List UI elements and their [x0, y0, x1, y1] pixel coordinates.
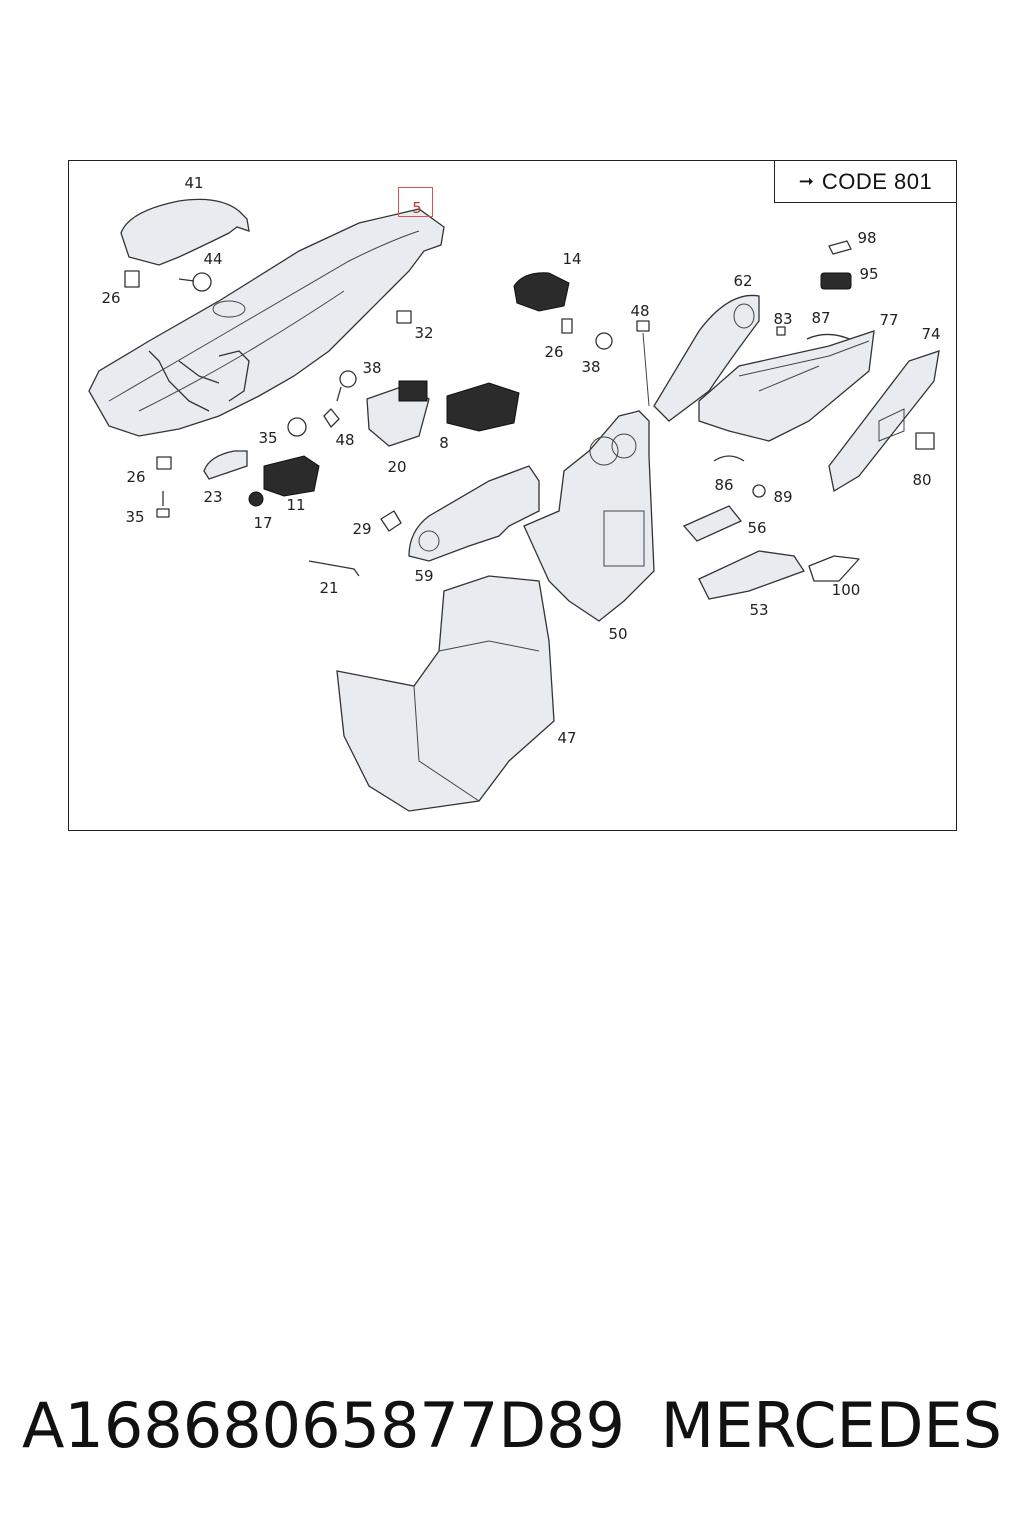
part-74-glovebox-lid	[828, 350, 940, 493]
part-62-trim	[653, 294, 760, 422]
part-44-screw	[192, 272, 212, 292]
callout-44: 44	[203, 250, 223, 268]
callout-23: 23	[203, 488, 223, 506]
callout-47: 47	[557, 729, 577, 747]
callout-8: 8	[439, 434, 449, 452]
brand-name: MERCEDES	[660, 1388, 1002, 1462]
part-35-screw-b	[156, 491, 170, 518]
part-48-clip	[323, 408, 340, 428]
callout-32: 32	[414, 324, 434, 342]
part-8-air-vent	[446, 382, 520, 432]
part-26-clip-c	[156, 456, 172, 470]
callout-87: 87	[811, 309, 831, 327]
callout-35: 35	[258, 429, 278, 447]
callout-26-b: 26	[544, 343, 564, 361]
callout-20: 20	[387, 458, 407, 476]
callout-100: 100	[831, 581, 861, 599]
code-label-box: ➞ CODE 801	[774, 161, 956, 203]
part-100-mat	[808, 555, 860, 582]
callout-80: 80	[912, 471, 932, 489]
part-38-screw-b	[595, 332, 613, 350]
callout-21: 21	[319, 579, 339, 597]
callout-17: 17	[253, 514, 273, 532]
callout-48-b: 48	[335, 431, 355, 449]
part-56-panel	[682, 505, 743, 542]
part-29-clip	[380, 510, 402, 532]
callout-62: 62	[733, 272, 753, 290]
callout-26: 26	[101, 289, 121, 307]
part-41-cover	[120, 198, 250, 266]
callout-48: 48	[630, 302, 650, 320]
callout-95: 95	[859, 265, 879, 283]
callout-89: 89	[773, 488, 793, 506]
part-21-lever	[308, 560, 360, 577]
part-86-arc	[713, 455, 745, 462]
callout-83: 83	[773, 310, 793, 328]
part-11-air-vent	[263, 455, 320, 497]
part-47-lower-console	[336, 575, 555, 812]
parts-diagram: ➞ CODE 801 41 5 44 26 32 38 14 26 38 48 …	[68, 160, 957, 831]
callout-77: 77	[879, 311, 899, 329]
part-48-clip-b	[636, 320, 650, 332]
part-5-dashboard	[88, 208, 445, 437]
callout-38-b: 38	[581, 358, 601, 376]
callout-98: 98	[857, 229, 877, 247]
callout-5-highlighted: 5	[412, 199, 422, 217]
part-38-screw	[339, 370, 357, 388]
callout-56: 56	[747, 519, 767, 537]
callout-41: 41	[184, 174, 204, 192]
callout-50: 50	[608, 625, 628, 643]
part-89-screw	[752, 484, 766, 498]
diagram-drawing	[88, 198, 940, 812]
callout-35-b: 35	[125, 508, 145, 526]
part-95-switch	[820, 272, 852, 290]
part-32-clip	[396, 310, 412, 324]
arrow-right-icon: ➞	[798, 171, 814, 192]
part-53-tray	[698, 550, 805, 600]
callout-59: 59	[414, 567, 434, 585]
part-26-clip	[124, 270, 140, 288]
part-59-center-trim	[408, 465, 540, 562]
callout-53: 53	[749, 601, 769, 619]
callout-86: 86	[714, 476, 734, 494]
part-code: A16868065877D89	[22, 1388, 625, 1462]
code-label: CODE 801	[821, 168, 933, 194]
callout-38: 38	[362, 359, 382, 377]
part-50-center-console	[523, 410, 655, 622]
part-83-clip	[776, 326, 786, 336]
callout-11: 11	[286, 496, 306, 514]
callout-74: 74	[921, 325, 941, 343]
part-35-screw	[287, 417, 307, 437]
part-80-clip	[915, 432, 935, 450]
callout-29: 29	[352, 520, 372, 538]
part-26-clip-b	[561, 318, 573, 334]
part-77-glovebox	[698, 330, 875, 442]
part-98-pin	[828, 240, 852, 255]
part-17-cap	[248, 491, 264, 507]
part-23-trim	[203, 450, 248, 480]
callout-26-c: 26	[126, 468, 146, 486]
footer-caption: A16868065877D89 MERCEDES	[22, 1385, 1002, 1465]
callout-14: 14	[562, 250, 582, 268]
highlight-box	[398, 187, 433, 217]
part-14-air-vent	[513, 272, 570, 312]
